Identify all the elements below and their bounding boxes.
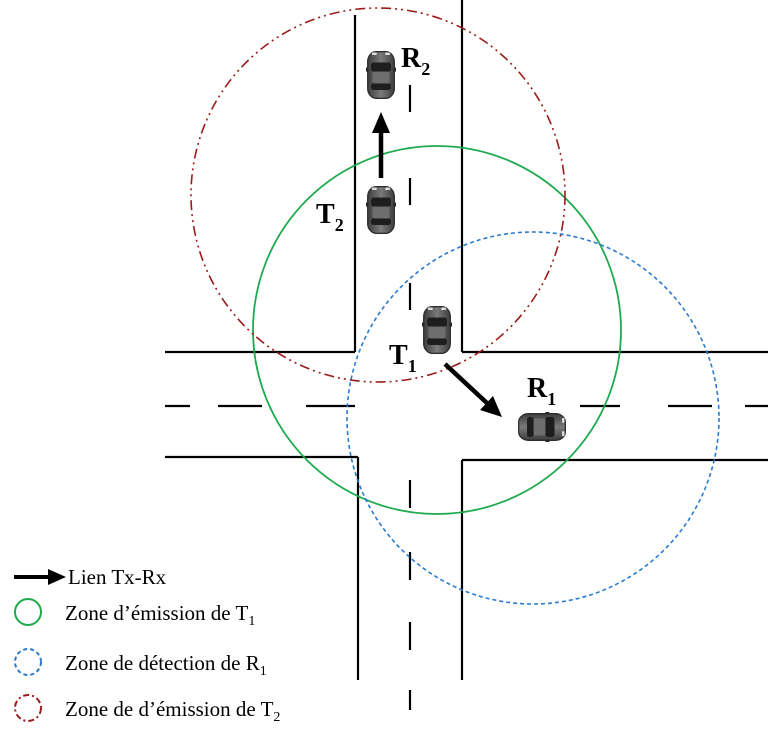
blue-dashed-circle-icon (14, 648, 42, 676)
label-r2: R2 (401, 43, 430, 79)
car-t1 (422, 305, 452, 355)
green-circle-icon (14, 598, 42, 626)
label-t2: T2 (316, 199, 344, 235)
legend-item-link: Lien Tx-Rx (14, 565, 167, 589)
emission-zone-t1 (252, 145, 622, 515)
car-r2 (366, 50, 396, 100)
car-t2 (366, 185, 396, 235)
link-t2-r2 (372, 112, 390, 178)
link-t1-r1 (443, 362, 502, 417)
legend-item-emission-t2: Zone de d’émission de T2 (14, 694, 280, 725)
legend-label: Zone d’émission de T1 (65, 601, 255, 629)
emission-zone-t2 (190, 7, 566, 383)
car-r1 (517, 412, 567, 442)
legend: Lien Tx-Rx Zone d’émission de T1 Zone de… (14, 565, 280, 725)
road-edges (165, 0, 768, 680)
label-r1: R1 (527, 373, 556, 409)
legend-item-emission-t1: Zone d’émission de T1 (14, 598, 255, 629)
legend-label: Zone de détection de R1 (65, 651, 267, 679)
arrow-icon-head (48, 569, 66, 585)
legend-label: Lien Tx-Rx (68, 565, 167, 589)
legend-label: Zone de d’émission de T2 (65, 697, 280, 725)
lane-markings (165, 85, 768, 710)
label-t1: T1 (389, 340, 417, 376)
red-dashdot-circle-icon (14, 694, 42, 722)
legend-item-detection-r1: Zone de détection de R1 (14, 648, 267, 679)
detection-zone-r1 (346, 231, 720, 605)
